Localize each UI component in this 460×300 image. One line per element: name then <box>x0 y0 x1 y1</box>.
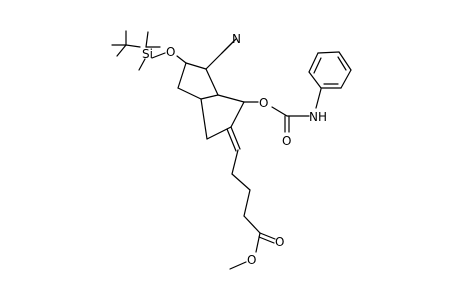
methoxy-bond <box>229 261 247 270</box>
carbamate-ester-oxygen-label: O <box>259 96 268 110</box>
c3a-c3-bond <box>217 94 245 103</box>
tbu-methyl-bond-lower <box>116 44 127 57</box>
c1-c6a-bond <box>200 98 208 140</box>
c5-c4-bond <box>185 62 207 70</box>
phenyl-bond-5 <box>340 69 352 89</box>
phenyl-inner-double-1 <box>313 57 322 74</box>
tert-butyl-group <box>111 30 141 57</box>
si-to-oxygen-bond <box>151 52 166 59</box>
phenyl-bond-4 <box>338 51 352 71</box>
chain-bond-4 <box>243 215 261 234</box>
carbamate-nh-label: NH <box>309 110 327 124</box>
c4-c3a-bond <box>205 68 219 96</box>
phenyl-bond-1 <box>308 71 322 89</box>
c6-c6a-bond <box>177 87 202 100</box>
nitrile-nitrogen-label: N <box>232 32 241 46</box>
carbamate-carbonyl-oxygen-label: O <box>282 134 291 148</box>
ester-carbonyl-oxygen-label: O <box>275 235 284 249</box>
phenyl-bond-2 <box>308 52 319 73</box>
nitrile-group <box>205 37 238 70</box>
chain-bond-3 <box>243 189 251 217</box>
tbu-to-silicon-bond <box>125 44 141 48</box>
si-methyl-bond-top <box>145 31 149 48</box>
c5-c6-bond <box>177 62 187 89</box>
ester-double-bond-2 <box>258 236 275 244</box>
chain-bond-1 <box>231 149 239 175</box>
c4-to-nitrile-carbon-bond <box>205 51 224 70</box>
si-methyl-bond-bottom <box>138 58 146 71</box>
nitrile-triple-bond-3 <box>223 37 238 52</box>
nh-to-phenyl-bond <box>315 88 322 109</box>
pentenoate-side-chain <box>226 126 276 270</box>
phenyl-bond-3 <box>317 51 340 54</box>
silyl-ether-oxygen-label: O <box>166 45 175 59</box>
carbamate-group <box>243 88 322 133</box>
c6a-c3a-bond <box>200 94 219 100</box>
phenyl-ring <box>308 51 352 89</box>
chain-bond-2 <box>231 173 251 191</box>
silyl-group <box>138 31 166 71</box>
exocyclic-double-bond-2 <box>226 128 237 152</box>
silicon-atom-label: Si <box>142 47 153 61</box>
bicyclic-core <box>176 55 245 140</box>
ester-carbon-to-oxygen-bond <box>255 232 261 253</box>
exocyclic-double-bond-1 <box>230 126 241 150</box>
ester-methoxy-oxygen-label: O <box>247 253 256 267</box>
c3-c2-bond <box>230 101 245 128</box>
phenyl-inner-double-2 <box>337 56 347 71</box>
ester-double-bond-1 <box>259 232 276 240</box>
oxygen-to-carbonyl-carbon-bond <box>271 106 288 117</box>
o-to-c5-bond <box>176 55 187 64</box>
